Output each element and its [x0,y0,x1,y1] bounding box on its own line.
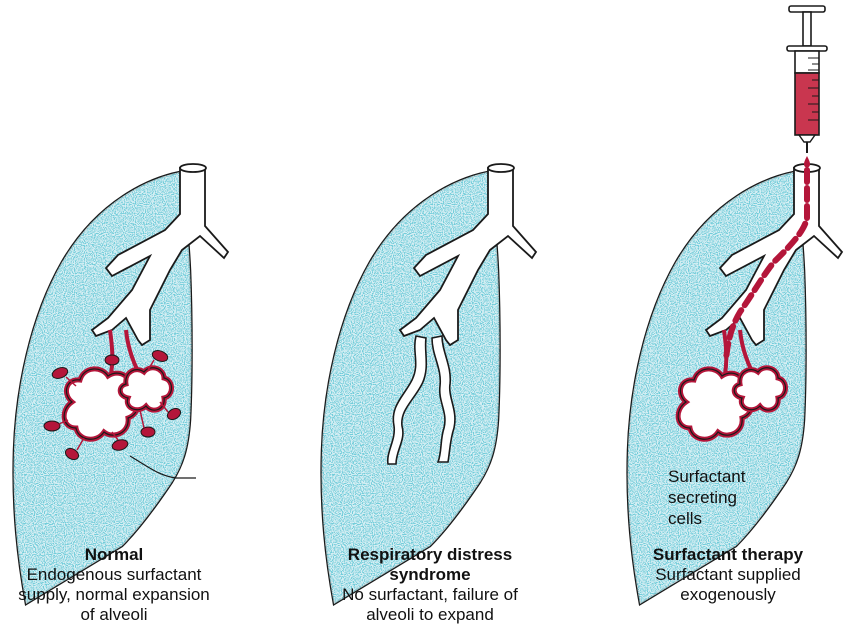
caption-therapy: Surfactant therapy Surfactant supplied e… [628,545,828,605]
caption-normal: Normal Endogenous surfactant supply, nor… [14,545,214,625]
lung-rds [318,164,536,610]
caption-title: syndrome [315,565,545,585]
caption-desc-line: No surfactant, failure of [315,585,545,605]
caption-desc-line: Surfactant supplied [628,565,828,585]
lung-therapy [624,164,842,610]
caption-rds: Respiratory distress syndrome No surfact… [315,545,545,625]
caption-desc-line: Endogenous surfactant [14,565,214,585]
caption-desc-line: supply, normal expansion [14,585,214,605]
callout-line: cells [668,508,746,529]
caption-title: Normal [14,545,214,565]
caption-title: Respiratory distress [315,545,545,565]
callout-line: Surfactant [668,466,746,487]
syringe-icon [787,6,827,168]
caption-desc-line: alveoli to expand [315,605,545,625]
callout-line: secreting [668,487,746,508]
caption-desc-line: exogenously [628,585,828,605]
lung-normal [10,164,228,610]
callout-surfactant-cells: Surfactant secreting cells [668,466,746,529]
caption-title: Surfactant therapy [628,545,828,565]
caption-desc-line: of alveoli [14,605,214,625]
